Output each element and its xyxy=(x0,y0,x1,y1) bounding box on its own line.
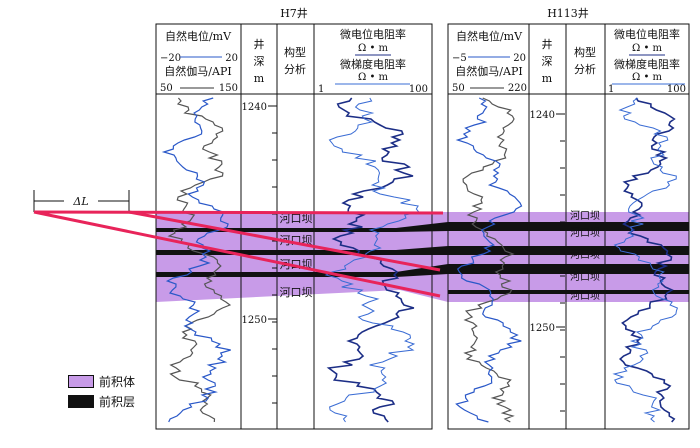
h113-res-min: 1 xyxy=(608,84,614,95)
h113-structure-label-2: 分析 xyxy=(574,62,596,76)
well-h113-name: H113井 xyxy=(547,6,589,20)
forset-layer-link-0 xyxy=(396,222,448,232)
well-h7-name: H7井 xyxy=(280,6,308,20)
forset-layer-h7-1 xyxy=(156,250,396,255)
h113-body-label: 河口坝 xyxy=(570,290,600,302)
h7-gr-max: 150 xyxy=(219,83,238,94)
h113-gr-label: 自然伽马/API xyxy=(455,64,522,78)
h113-res2-label: 微梯度电阻率 xyxy=(614,57,680,71)
h7-res2-curve xyxy=(324,97,420,423)
correlation-line-lower xyxy=(33,210,441,298)
forset-layer-h7-2 xyxy=(156,272,396,277)
depth-tick-label: 1250 xyxy=(242,315,267,326)
h113-body-label: 河口坝 xyxy=(570,210,600,222)
forset-layers xyxy=(156,222,689,294)
legend-forset-body-label: 前积体 xyxy=(99,375,136,389)
h113-body-label: 河口坝 xyxy=(570,271,600,283)
delta-l-annotation: ΔL xyxy=(33,190,130,212)
h7-depth-label-3: m xyxy=(254,72,265,85)
legend-forset-layer-label: 前积层 xyxy=(99,395,136,409)
legend-forset-body-swatch xyxy=(68,375,94,388)
log-curves xyxy=(161,97,679,423)
h7-depth-ticks: 1240 1250 xyxy=(242,102,277,404)
h113-depth-label-2: 深 xyxy=(542,55,553,68)
depth-tick-label: 1250 xyxy=(530,323,555,334)
h7-sp-min: −20 xyxy=(160,53,181,64)
h7-res-min: 1 xyxy=(318,84,324,95)
h7-res2-label: 微梯度电阻率 xyxy=(340,57,406,71)
h7-sp-curve xyxy=(167,97,232,423)
h7-body-label: 河口坝 xyxy=(280,285,313,299)
h113-res1-unit: Ω • m xyxy=(632,43,663,54)
h113-res2-curve xyxy=(612,97,679,423)
h7-gr-curve xyxy=(161,97,231,423)
h7-gr-min: 50 xyxy=(160,83,173,94)
h7-gr-label: 自然伽马/API xyxy=(164,64,231,78)
h113-body-label: 河口坝 xyxy=(570,249,600,261)
delta-l-label: ΔL xyxy=(72,195,88,208)
h113-sp-max: 20 xyxy=(513,53,526,64)
forset-layer-h113-0 xyxy=(448,222,689,231)
h7-res-max: 100 xyxy=(409,84,428,95)
forset-layer-link-1 xyxy=(396,246,448,255)
h113-structure-label-1: 构型 xyxy=(574,45,596,59)
h7-depth-label-2: 深 xyxy=(254,55,265,68)
h113-gr-min: 50 xyxy=(452,83,465,94)
h113-res1-label: 微电位电阻率 xyxy=(614,27,680,41)
correlation-line-middle xyxy=(128,210,441,272)
forset-layer-h113-2 xyxy=(448,264,689,274)
legend-forset-layer-swatch xyxy=(68,395,94,408)
forset-layer-link-2 xyxy=(396,264,448,277)
h7-res1-label: 微电位电阻率 xyxy=(340,27,406,41)
h113-res1-curve xyxy=(619,97,676,423)
h7-structure-label-2: 分析 xyxy=(284,62,306,76)
h7-res2-unit: Ω • m xyxy=(358,72,389,83)
depth-tick-label: 1240 xyxy=(242,102,267,113)
h113-gr-max: 220 xyxy=(508,83,527,94)
h7-res1-unit: Ω • m xyxy=(358,43,389,54)
h7-sp-label: 自然电位/mV xyxy=(165,29,232,43)
h113-depth-label-3: m xyxy=(542,72,553,85)
h113-body-label: 河口坝 xyxy=(570,227,600,239)
correlation-line-top xyxy=(33,210,444,215)
depth-tick-label: 1240 xyxy=(530,110,555,121)
well-h113-panel: H113井 自然电位/mV −5 20 自然伽马/API 50 220 井 深 … xyxy=(447,6,690,430)
h113-res2-unit: Ω • m xyxy=(632,72,663,83)
h7-body-label: 河口坝 xyxy=(280,211,313,225)
h113-gr-curve xyxy=(455,97,523,423)
correlation-lines xyxy=(33,210,444,298)
h7-depth-label-1: 井 xyxy=(254,37,265,51)
legend-forset-layer: 前积层 xyxy=(68,393,135,410)
well-h7-panel: H7井 自然电位/mV −20 20 自然伽马/API 50 150 井 深 m… xyxy=(155,6,433,430)
h113-sp-curve xyxy=(462,97,515,423)
h7-structure-label-1: 构型 xyxy=(284,45,306,59)
h113-depth-label-1: 井 xyxy=(542,37,553,51)
forset-layer-h113-1 xyxy=(448,246,689,255)
forset-body-band xyxy=(156,212,689,302)
h113-sp-label: 自然电位/mV xyxy=(456,29,523,43)
h113-sp-min: −5 xyxy=(452,53,467,64)
legend-forset-body: 前积体 xyxy=(68,373,135,390)
h113-depth-ticks: 1240 1250 xyxy=(530,110,565,412)
h113-res-max: 100 xyxy=(667,84,686,95)
h7-sp-max: 20 xyxy=(225,53,238,64)
forset-layer-h113-3 xyxy=(448,290,689,294)
forset-layer-h7-0 xyxy=(156,228,396,232)
